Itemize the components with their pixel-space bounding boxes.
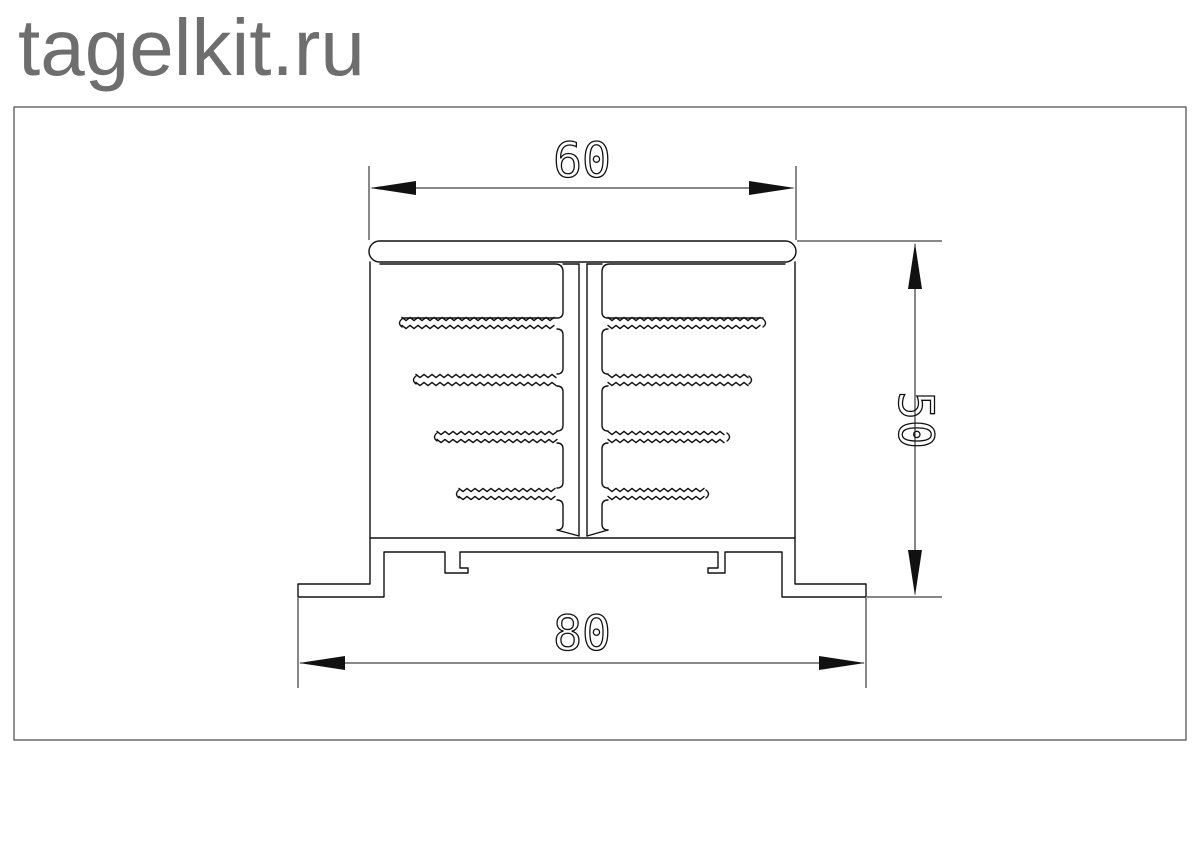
fin-right-2-bottom — [607, 381, 749, 387]
fin-right-1-top — [607, 316, 761, 322]
fin-pocket-left-3 — [556, 442, 564, 489]
dim-60-arrow-left — [370, 181, 416, 195]
dim-50-arrow-bottom — [908, 550, 922, 596]
fin-left-2-tip — [412, 375, 417, 385]
base-outline — [297, 537, 867, 598]
fin-right-4-tip — [705, 489, 710, 499]
fin-pocket-right-1 — [601, 328, 609, 375]
fin-left-4-tip — [455, 489, 460, 499]
fin-left-2-bottom — [415, 381, 557, 387]
top-cap — [368, 240, 797, 263]
fin-right-2-tip — [748, 375, 753, 385]
fin-left-3-top — [436, 430, 558, 436]
dim-50-arrow-top — [908, 243, 922, 289]
dim-80-label: 80 — [553, 606, 611, 662]
dim-60-arrow-right — [749, 181, 795, 195]
fin-left-4-bottom — [458, 495, 556, 501]
dim-50-label: 50 — [887, 391, 943, 449]
fin-pocket-left-2 — [556, 385, 564, 432]
heat-fins — [379, 263, 786, 537]
fin-right-3-top — [607, 430, 725, 436]
fin-left-1-bottom — [401, 324, 555, 330]
fin-pocket-left-top — [379, 263, 564, 319]
dim-80-arrow-left — [299, 656, 345, 670]
fin-pocket-right-top — [601, 263, 786, 319]
fin-left-2-top — [415, 373, 557, 379]
fin-left-3-tip — [433, 432, 438, 442]
fin-pocket-right-4 — [601, 499, 609, 531]
fin-pocket-left-1 — [556, 328, 564, 375]
drawing-frame — [13, 106, 1187, 741]
stem-bottom-left — [556, 529, 580, 537]
fin-pocket-left-4 — [556, 499, 564, 531]
fin-right-3-tip — [726, 432, 731, 442]
dim-60-label: 60 — [553, 133, 611, 189]
fin-right-4-top — [607, 487, 705, 493]
fin-right-1-bottom — [607, 324, 761, 330]
dim-80-arrow-right — [819, 656, 865, 670]
fin-right-2-top — [607, 373, 749, 379]
fin-right-1-tip — [762, 318, 767, 328]
fin-right-3-bottom — [607, 438, 725, 444]
fin-left-1-tip — [398, 318, 403, 328]
fin-left-1-top — [401, 316, 555, 322]
fin-pocket-right-2 — [601, 385, 609, 432]
fin-left-3-bottom — [436, 438, 558, 444]
fin-left-4-top — [458, 487, 556, 493]
fin-pocket-right-3 — [601, 442, 609, 489]
fin-right-4-bottom — [607, 495, 705, 501]
stem-bottom-right — [586, 529, 609, 537]
site-brand: tagelkit.ru — [18, 3, 365, 92]
